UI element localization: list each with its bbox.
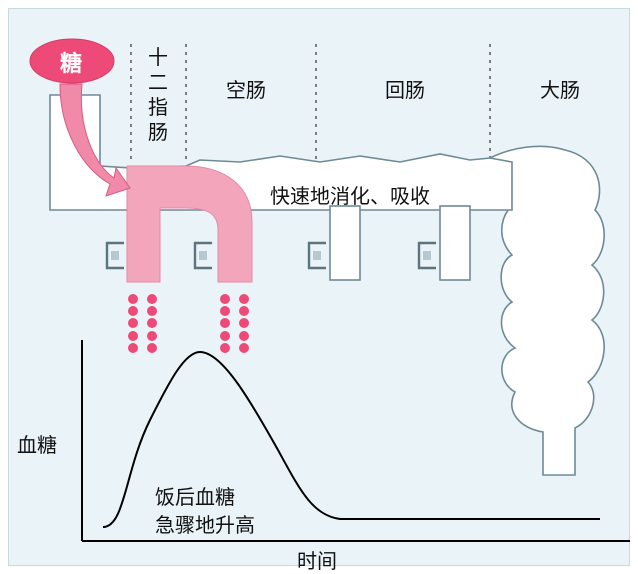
jejunum-label: 空肠 — [226, 78, 266, 102]
ileum-label: 回肠 — [385, 78, 425, 102]
vessel-brackets — [105, 241, 436, 270]
annotation-line-1: 饭后血糖 — [155, 485, 235, 509]
white-absorbers — [329, 205, 471, 281]
large-intestine — [489, 145, 606, 476]
pink-absorption-pathway — [126, 165, 253, 283]
large-intestine-label: 大肠 — [540, 78, 580, 102]
x-axis-label: 时间 — [297, 549, 337, 573]
annotation: 饭后血糖 急骤地升高 — [155, 483, 255, 539]
sugar-blob — [29, 38, 115, 84]
blood-sugar-curve — [102, 350, 600, 528]
segment-dividers — [130, 44, 491, 160]
annotation-line-2: 急骤地升高 — [155, 513, 255, 537]
absorbed-sugar-dots — [128, 294, 249, 353]
sugar-arrow — [59, 83, 131, 197]
sugar-label: 糖 — [60, 52, 83, 77]
duodenum-label: 十二指肠 — [148, 45, 168, 144]
y-axis-label: 血糖 — [17, 433, 57, 457]
digestion-label: 快速地消化、吸收 — [270, 184, 430, 208]
graph-axes — [81, 340, 630, 542]
